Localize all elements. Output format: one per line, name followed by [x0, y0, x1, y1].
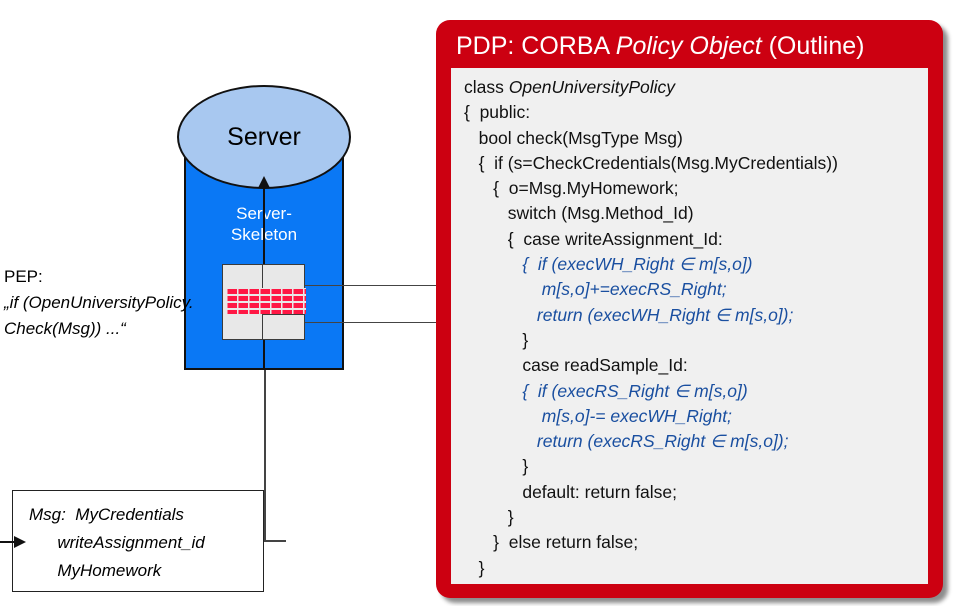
server-title: Server: [227, 122, 301, 151]
code-line: }: [464, 329, 529, 350]
msg-inbound-arrow-head-icon: [14, 536, 26, 548]
msg-to-skeleton-line-vertical: [264, 370, 266, 542]
pep-title: PEP:: [4, 267, 43, 286]
code-line: case readSample_Id:: [464, 355, 688, 376]
pep-pdp-connector-top: [258, 285, 480, 286]
code-line: { o=Msg.MyHomework;: [464, 178, 679, 199]
code-line: return (execWH_Right ∈ m[s,o]);: [464, 304, 794, 325]
msg-box: Msg: MyCredentials writeAssignment_id My…: [12, 490, 264, 592]
msg-to-skeleton-line-horizontal: [264, 540, 286, 542]
pdp-title: PDP: CORBA Policy Object (Outline): [456, 32, 926, 61]
code-line: m[s,o]+=execRS_Right;: [464, 279, 727, 300]
msg-box-content: Msg: MyCredentials writeAssignment_id My…: [29, 505, 205, 580]
code-line: private:: [464, 581, 838, 584]
code-line: { public:: [464, 102, 531, 123]
pep-annotation: PEP: „if (OpenUniversityPolicy. Check(Ms…: [4, 264, 254, 342]
pep-tab-top: [262, 264, 305, 290]
code-line: }: [464, 456, 529, 477]
code-line: return (execRS_Right ∈ m[s,o]);: [464, 431, 789, 452]
pep-quote-line2: Check(Msg)) ...“: [4, 319, 126, 338]
pdp-code-listing: class OpenUniversityPolicy { public: bool…: [464, 75, 838, 584]
code-line: }: [464, 557, 485, 578]
skeleton-arrow-head-icon: [258, 176, 270, 188]
msg-inbound-arrow-shaft: [0, 541, 20, 543]
code-line: { if (s=CheckCredentials(Msg.MyCredentia…: [464, 152, 838, 173]
code-line: class OpenUniversityPolicy: [464, 77, 676, 97]
firewall-brick-icon: [226, 288, 306, 314]
code-line: }: [464, 507, 514, 528]
pep-tab-bottom: [262, 314, 305, 340]
pdp-panel: PDP: CORBA Policy Object (Outline) class…: [436, 20, 943, 598]
code-line: { if (execWH_Right ∈ m[s,o]): [464, 254, 753, 275]
code-line: { case writeAssignment_Id:: [464, 228, 723, 249]
pep-quote-line1: „if (OpenUniversityPolicy.: [4, 293, 194, 312]
code-line: } else return false;: [464, 532, 639, 553]
code-line: switch (Msg.Method_Id): [464, 203, 694, 224]
pdp-title-prefix: PDP: CORBA: [456, 32, 616, 60]
code-line: bool check(MsgType Msg): [464, 127, 683, 148]
pdp-code-panel: class OpenUniversityPolicy { public: bool…: [451, 68, 928, 584]
cylinder-top-ellipse: [177, 85, 351, 189]
pdp-title-italic: Policy Object: [615, 32, 762, 60]
code-line: { if (execRS_Right ∈ m[s,o]): [464, 380, 748, 401]
pdp-title-suffix: (Outline): [761, 32, 865, 60]
code-line: m[s,o]-= execWH_Right;: [464, 405, 732, 426]
code-line: default: return false;: [464, 481, 678, 502]
